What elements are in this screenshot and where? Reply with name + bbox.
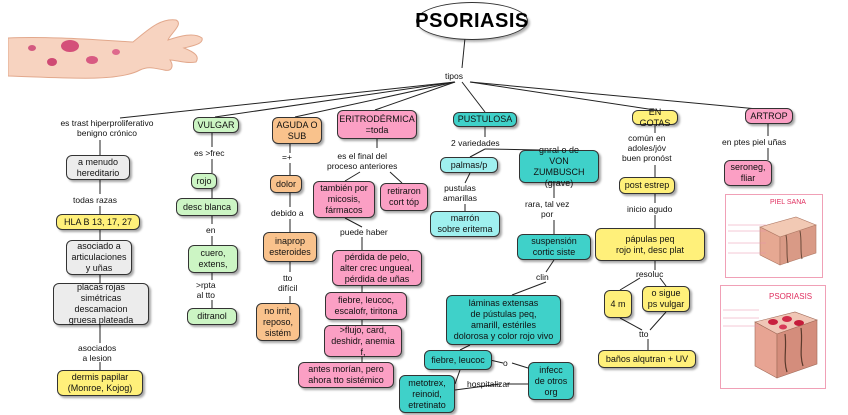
- node-retiraron-cort: retiraron cort tóp: [380, 183, 428, 211]
- label-resoluc: resoluc: [636, 269, 664, 279]
- node-post-estrep: post estrep: [619, 177, 675, 194]
- healthy-skin-illustration: [759, 216, 817, 266]
- node-inaprop-esteroides: inaprop esteroides: [263, 232, 317, 262]
- node-pustulosa: PUSTULOSA: [453, 112, 517, 127]
- node-papulas-peq: pápulas peq rojo int, desc plat: [595, 228, 705, 261]
- node-tambien-micosis: también por micosis, fármacos: [313, 181, 375, 218]
- label-es-frec: es >frec: [194, 148, 225, 158]
- psoriasis-skin-illustration: [754, 311, 818, 379]
- label-comun: común en adoles/jóv buen pronóst: [622, 133, 672, 163]
- node-no-irrit: no irrit, reposo, sistém: [256, 303, 300, 341]
- label-en: en: [206, 225, 216, 235]
- node-banos-alqutran: baños alqutran + UV: [598, 350, 696, 368]
- node-marron-eritema: marrón sobre eritema: [430, 211, 500, 237]
- node-dermis-papilar: dermis papilar (Monroe, Kojog): [57, 370, 143, 396]
- node-ditranol: ditranol: [187, 308, 237, 325]
- label-inicio-agudo: inicio agudo: [627, 204, 673, 214]
- node-vulgar: VULGAR: [193, 117, 239, 133]
- node-antes-morian: antes morían, pero ahora tto sistémico: [298, 362, 394, 388]
- node-artrop: ARTROP: [745, 108, 793, 124]
- node-asociado-articulaciones: asociado a articulaciones y uñas: [66, 240, 132, 275]
- label-rara: rara, tal vez por: [525, 199, 570, 219]
- label-debido-a: debido a: [271, 208, 304, 218]
- node-von-zumbusch: gnral o de VON ZUMBUSCH (grave): [519, 145, 599, 188]
- root-node-psoriasis: PSORIASIS: [415, 2, 528, 40]
- node-rojo: rojo: [191, 173, 217, 189]
- node-laminas-extensas: láminas extensas de pústulas peq, amaril…: [446, 295, 561, 345]
- label-tipos: tipos: [445, 71, 463, 81]
- label-description: es trast hiperproliferativo benigno crón…: [60, 118, 154, 138]
- node-metotrex: metotrex, reinoid, etretinato: [399, 375, 455, 413]
- node-seroneg-fliar: seroneg, fliar: [724, 160, 772, 186]
- node-suspension-cortic: suspensión cortic siste: [517, 234, 591, 260]
- node-perdida-pelo: pérdida de pelo, alter crec ungueal, pér…: [332, 250, 422, 286]
- node-dolor: dolor: [270, 175, 302, 193]
- label-o: o: [503, 358, 508, 368]
- psoriasis-skin-pointer-lines: [723, 309, 759, 327]
- node-fiebre-leucoc: fiebre, leucoc, escalofr, tiritona: [325, 292, 407, 320]
- label-final-proceso: es el final del proceso anteriores: [327, 151, 398, 171]
- node-fiebre-leucoc-pustulosa: fiebre, leucoc: [424, 350, 492, 370]
- node-placas-rojas: placas rojas simétricas descamacion grue…: [53, 282, 149, 325]
- label-tto: tto: [639, 329, 649, 339]
- node-desc-blanca: desc blanca: [176, 198, 238, 216]
- node-infecc-otros: infecc de otros org: [528, 362, 574, 400]
- node-en-gotas: EN GOTAS: [632, 107, 678, 128]
- label-todas-razas: todas razas: [73, 195, 117, 205]
- label-dos-variedades: 2 variedades: [451, 138, 500, 148]
- node-eritrodermica: ERITRODÉRMICA =toda: [337, 110, 417, 139]
- label-tto-dificil: tto difícil: [278, 273, 298, 293]
- healthy-skin-title: PIEL SANA: [770, 199, 806, 206]
- label-hospitalizar: hospitalizar: [467, 379, 510, 389]
- label-pustulas-amarillas: pustulas amarillas: [443, 183, 478, 203]
- node-sigue-ps-vulgar: o sigue ps vulgar: [642, 286, 690, 312]
- psoriasis-skin-title: PSORIASIS: [769, 292, 813, 301]
- healthy-skin-pointer-lines: [728, 224, 766, 254]
- node-aguda-sub: AGUDA O SUB: [272, 117, 322, 144]
- label-clin: clin: [536, 272, 549, 282]
- healthy-skin-diagram: PIEL SANA: [725, 194, 823, 278]
- node-flujo-card: >flujo, card, deshidr, anemia f,: [324, 325, 402, 357]
- label-mas-igual: =+: [282, 152, 292, 162]
- node-a-menudo-hereditario: a menudo hereditario: [66, 155, 130, 180]
- psoriasis-hand-illustration: [8, 19, 203, 79]
- label-ptes-piel: en ptes piel uñas: [722, 137, 787, 147]
- node-palmas: palmas/p: [440, 157, 498, 173]
- node-cuero-extens: cuero, extens,: [188, 245, 238, 273]
- label-asociados-lesion: asociados a lesion: [78, 343, 117, 363]
- node-hla: HLA B 13, 17, 27: [56, 214, 140, 230]
- psoriasis-skin-diagram: PSORIASIS: [720, 285, 826, 389]
- node-4m: 4 m: [604, 290, 632, 318]
- label-puede-haber: puede haber: [340, 227, 388, 237]
- label-rpta-tto: >rpta al tto: [196, 280, 216, 300]
